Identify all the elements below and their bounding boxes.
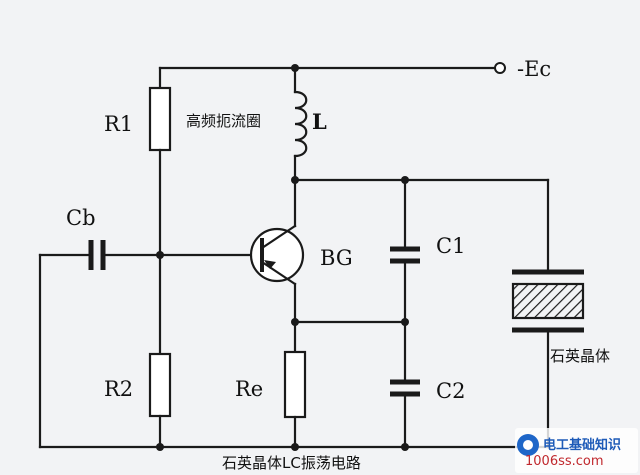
- site-watermark: 电工基础知识 1006ss.com: [515, 428, 638, 473]
- supply-label: -Ec: [517, 57, 551, 81]
- junction-dot: [156, 443, 164, 451]
- junction-dot: [401, 318, 409, 326]
- watermark-name: 电工基础知识: [543, 438, 622, 453]
- supply-terminal: [494, 62, 506, 74]
- c2-label: C2: [436, 379, 465, 403]
- choke-label: 高频扼流圈: [186, 112, 261, 130]
- junction-dot: [291, 64, 299, 72]
- crystal-body: [511, 282, 585, 320]
- r2-label: R2: [104, 377, 133, 401]
- logo-icon: [517, 434, 539, 456]
- watermark-url: 1006ss.com: [525, 454, 604, 469]
- transistor-collector-lead: [260, 224, 297, 250]
- c1-label: C1: [436, 234, 465, 258]
- inductor-coil: [293, 90, 308, 158]
- junction-dot: [401, 176, 409, 184]
- junction-dot: [291, 176, 299, 184]
- r1-resistor: [148, 86, 172, 152]
- diagram-caption: 石英晶体LC振荡电路: [222, 454, 361, 472]
- crystal-label: 石英晶体: [550, 347, 610, 365]
- bg-label: BG: [320, 246, 353, 270]
- junction-dot: [156, 251, 164, 259]
- inductor-label: L: [312, 109, 327, 134]
- junction-dot: [291, 443, 299, 451]
- r1-label: R1: [104, 112, 133, 136]
- junction-dot: [291, 318, 299, 326]
- r2-resistor: [148, 352, 172, 418]
- emitter-arrow: [264, 260, 276, 269]
- cb-label: Cb: [66, 206, 96, 230]
- re-resistor: [283, 350, 307, 419]
- re-label: Re: [235, 377, 263, 401]
- junction-dot: [401, 443, 409, 451]
- transistor-emitter-lead: [260, 260, 297, 286]
